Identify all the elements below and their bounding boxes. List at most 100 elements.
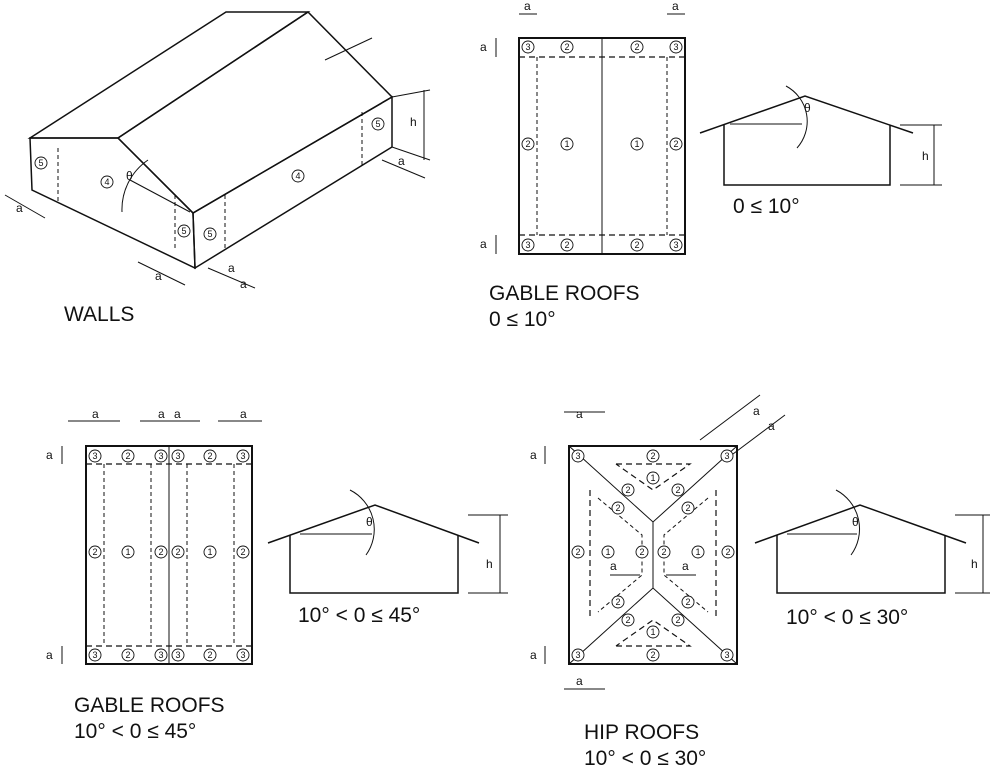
zone-5-marker: 5 <box>207 229 212 239</box>
hip-angle-caption: 10° < 0 ≤ 30° <box>786 606 908 629</box>
gable-high-dim-a-top: a <box>46 448 53 462</box>
walls-dim-a-corner-2: a <box>240 277 247 291</box>
zone-2-marker: 2 <box>615 597 620 607</box>
walls-dim-a-corner: a <box>228 261 235 275</box>
gable-low-dim-a-top: a <box>480 40 487 54</box>
zone-3-marker: 3 <box>724 451 729 461</box>
zone-3-marker: 3 <box>158 650 163 660</box>
walls-dim-a-left: a <box>16 201 23 215</box>
zone-2-marker: 2 <box>685 597 690 607</box>
zone-1-marker: 1 <box>650 627 655 637</box>
zone-2-marker: 2 <box>175 547 180 557</box>
zone-4-marker: 4 <box>104 177 109 187</box>
hip-dim-a-top: a <box>576 407 583 421</box>
zone-3-marker: 3 <box>673 42 678 52</box>
zone-2-marker: 2 <box>650 650 655 660</box>
hip-dim-a-left-bottom: a <box>530 648 537 662</box>
walls-diagram <box>4 11 431 289</box>
zone-2-marker: 2 <box>564 42 569 52</box>
zone-2-marker: 2 <box>625 485 630 495</box>
gable-low-elevation <box>699 85 942 186</box>
hip-dim-a-diag-1: a <box>753 404 760 418</box>
zone-1-marker: 1 <box>650 473 655 483</box>
walls-dim-a-front: a <box>155 269 162 283</box>
zone-4-marker: 4 <box>295 171 300 181</box>
walls-zone-markers: 5 4 5 5 4 5 <box>34 117 385 241</box>
zone-2-marker: 2 <box>675 615 680 625</box>
zone-5-marker: 5 <box>375 119 380 129</box>
zone-2-marker: 2 <box>125 650 130 660</box>
zone-3-marker: 3 <box>240 451 245 461</box>
zone-3-marker: 3 <box>158 451 163 461</box>
zone-2-marker: 2 <box>158 547 163 557</box>
walls-height-label: h <box>410 115 417 129</box>
zone-2-marker: 2 <box>207 451 212 461</box>
zone-2-marker: 2 <box>525 139 530 149</box>
gable-high-plan <box>61 420 262 665</box>
gable-low-height: h <box>922 149 929 163</box>
zone-2-marker: 2 <box>685 503 690 513</box>
hip-dim-a-diag-2: a <box>768 419 775 433</box>
zone-2-marker: 2 <box>615 503 620 513</box>
zone-3-marker: 3 <box>525 240 530 250</box>
gable-high-elevation <box>267 489 508 594</box>
zone-2-marker: 2 <box>625 615 630 625</box>
gable-high-height: h <box>486 557 493 571</box>
gable-low-dim-a-bottom: a <box>480 237 487 251</box>
hip-dim-a-left-top: a <box>530 448 537 462</box>
zone-5-marker: 5 <box>38 158 43 168</box>
zone-3-marker: 3 <box>575 451 580 461</box>
zone-3-marker: 3 <box>175 650 180 660</box>
gable-high-range: 10° < 0 ≤ 45° <box>74 720 196 743</box>
hip-title: HIP ROOFS <box>584 721 699 744</box>
hip-elevation <box>754 489 990 594</box>
hip-plan <box>544 394 786 690</box>
gable-low-dim-a-right: a <box>672 0 679 13</box>
gable-high-dim-a-right: a <box>240 407 247 421</box>
gable-high-dim-a-mid-left: a <box>158 407 165 421</box>
zone-3-marker: 3 <box>92 451 97 461</box>
gable-low-angle-caption: 0 ≤ 10° <box>733 195 800 218</box>
zone-5-marker: 5 <box>181 226 186 236</box>
zone-2-marker: 2 <box>575 547 580 557</box>
zone-2-marker: 2 <box>92 547 97 557</box>
gable-low-theta: θ <box>804 101 811 115</box>
zone-2-marker: 2 <box>650 451 655 461</box>
zone-3-marker: 3 <box>92 650 97 660</box>
zone-2-marker: 2 <box>125 451 130 461</box>
zone-2-marker: 2 <box>675 485 680 495</box>
gable-high-theta: θ <box>366 515 373 529</box>
zone-2-marker: 2 <box>673 139 678 149</box>
gable-high-angle-caption: 10° < 0 ≤ 45° <box>298 604 420 627</box>
gable-low-title: GABLE ROOFS <box>489 282 640 305</box>
gable-low-plan <box>495 13 686 255</box>
gable-high-title: GABLE ROOFS <box>74 694 225 717</box>
hip-zone-markers: 3 2 3 1 2 2 2 2 2 1 2 2 1 2 2 2 2 2 1 3 … <box>571 449 735 662</box>
hip-theta: θ <box>852 515 859 529</box>
zone-1-marker: 1 <box>207 547 212 557</box>
gable-high-dim-a-left: a <box>92 407 99 421</box>
zone-2-marker: 2 <box>634 42 639 52</box>
zone-2-marker: 2 <box>240 547 245 557</box>
zone-1-marker: 1 <box>125 547 130 557</box>
hip-dim-a-center-left: a <box>610 559 617 573</box>
hip-height: h <box>971 557 978 571</box>
zone-1-marker: 1 <box>634 139 639 149</box>
hip-dim-a-bottom: a <box>576 674 583 688</box>
zone-1-marker: 1 <box>564 139 569 149</box>
gable-high-zone-markers: 3 2 3 3 2 3 2 1 2 2 1 2 3 2 3 3 2 3 <box>88 449 250 662</box>
zone-1-marker: 1 <box>605 547 610 557</box>
gable-high-dim-a-mid-right: a <box>174 407 181 421</box>
zone-2-marker: 2 <box>634 240 639 250</box>
zone-2-marker: 2 <box>725 547 730 557</box>
gable-low-dim-a-left: a <box>524 0 531 13</box>
walls-theta-label: θ <box>126 169 133 183</box>
walls-title: WALLS <box>64 303 134 326</box>
zone-2-marker: 2 <box>564 240 569 250</box>
gable-low-range: 0 ≤ 10° <box>489 308 556 331</box>
zone-3-marker: 3 <box>575 650 580 660</box>
zone-3-marker: 3 <box>240 650 245 660</box>
zone-3-marker: 3 <box>525 42 530 52</box>
hip-dim-a-center-right: a <box>682 559 689 573</box>
